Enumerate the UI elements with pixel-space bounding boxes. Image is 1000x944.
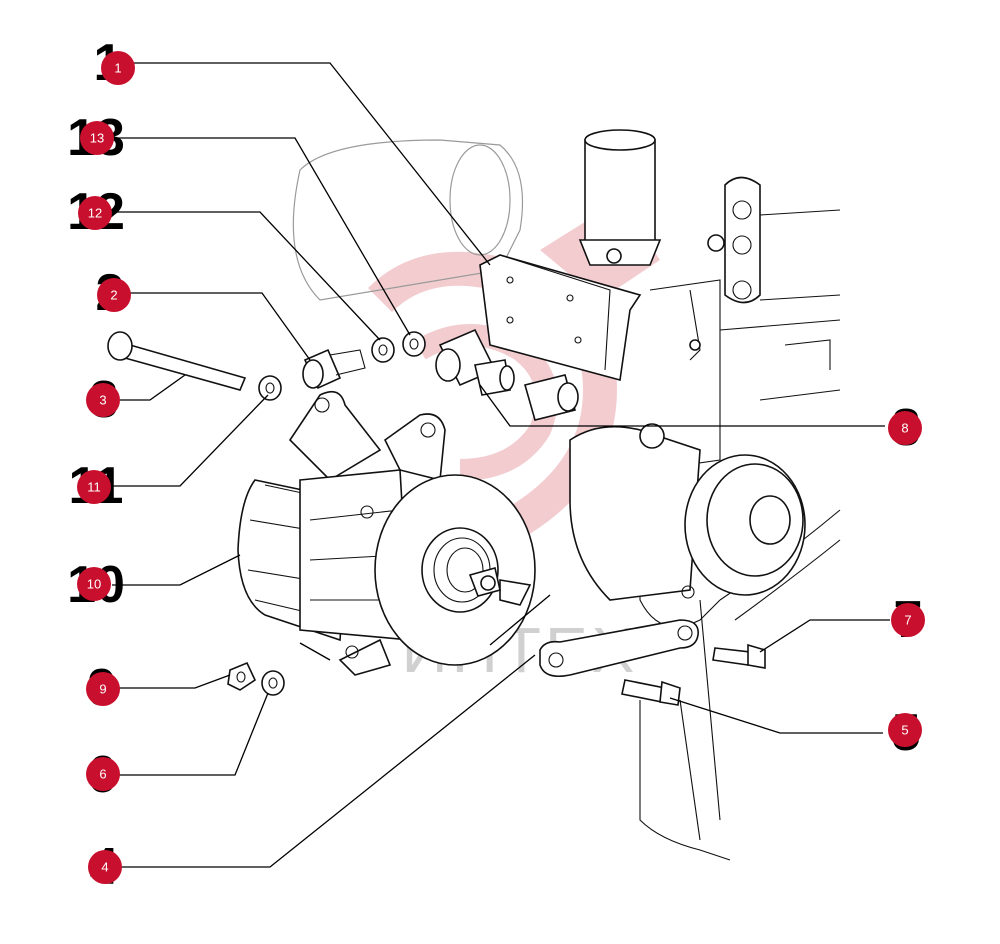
callout-5[interactable]: 5 (888, 713, 922, 747)
callouts: 1 2 3 4 5 6 7 8 (77, 51, 925, 884)
callout-6[interactable]: 6 (86, 757, 120, 791)
callout-10[interactable]: 10 (77, 567, 111, 601)
callout-2-label: 2 (110, 288, 117, 303)
callout-3-label: 3 (99, 393, 106, 408)
callout-2[interactable]: 2 (97, 278, 131, 312)
callout-10-label: 10 (87, 577, 101, 592)
callout-6-label: 6 (99, 767, 106, 782)
callout-4-label: 4 (101, 860, 108, 875)
callout-1-label: 1 (114, 61, 121, 76)
callout-9[interactable]: 9 (86, 672, 120, 706)
callout-11[interactable]: 11 (77, 470, 111, 504)
callout-13[interactable]: 13 (80, 121, 114, 155)
callout-8[interactable]: 8 (888, 411, 922, 445)
callout-5-label: 5 (901, 723, 908, 738)
callout-12[interactable]: 12 (78, 196, 112, 230)
callout-8-label: 8 (901, 421, 908, 436)
callout-12-label: 12 (88, 206, 102, 221)
pivot-sleeves (435, 328, 579, 421)
tension-arm (539, 619, 699, 678)
callout-11-label: 11 (87, 480, 101, 495)
alternator (237, 390, 536, 676)
callout-7[interactable]: 7 (891, 603, 925, 637)
callout-9-label: 9 (99, 682, 106, 697)
callout-1[interactable]: 1 (101, 51, 135, 85)
callout-4[interactable]: 4 (88, 850, 122, 884)
mounting-bracket (479, 254, 642, 382)
engine-block (292, 129, 841, 861)
callout-7-label: 7 (904, 613, 911, 628)
callout-13-label: 13 (90, 131, 104, 146)
callout-3[interactable]: 3 (86, 383, 120, 417)
crank-pulley (569, 423, 806, 601)
leader-lines (112, 62, 890, 868)
